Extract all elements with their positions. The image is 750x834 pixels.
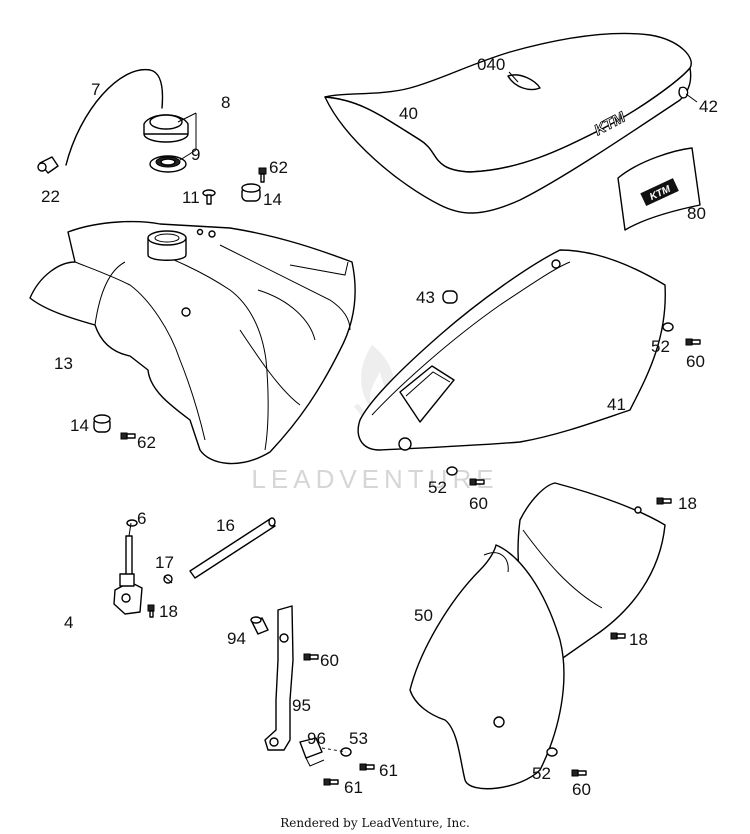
screw-18-tap [147, 604, 155, 618]
footer-credit: Rendered by LeadVenture, Inc. [280, 816, 470, 830]
screw-62-lower [120, 432, 136, 440]
seat: KTM [324, 32, 692, 214]
fuel-cap-seal [149, 155, 187, 173]
callout-9: 9 [191, 145, 200, 164]
callout-62: 62 [269, 158, 288, 177]
callout-50: 50 [414, 606, 433, 625]
screw-18-upper [656, 497, 672, 505]
callout-52-mid: 52 [428, 478, 447, 497]
breather-hose [189, 517, 276, 579]
callout-18-upper: 18 [678, 494, 697, 513]
washer-52-upper [662, 322, 674, 332]
callout-13: 13 [54, 354, 73, 373]
callouts: 7 8 9 22 62 11 14 040 40 42 80 13 43 52 … [41, 55, 718, 799]
fuel-hose [65, 69, 164, 166]
callout-80: 80 [687, 204, 706, 223]
callout-14-lower: 14 [70, 416, 89, 435]
callout-43: 43 [416, 288, 435, 307]
callout-22: 22 [41, 187, 60, 206]
callout-60-bracket: 60 [320, 651, 339, 670]
screw-62 [258, 167, 267, 183]
callout-61-b: 61 [344, 778, 363, 797]
callout-16: 16 [216, 516, 235, 535]
callout-52: 52 [651, 337, 670, 356]
callout-42: 42 [699, 97, 718, 116]
screw-61-b [323, 778, 339, 786]
callout-52-lower: 52 [532, 764, 551, 783]
callout-18-lower: 18 [629, 630, 648, 649]
spacer-14-lower [93, 414, 111, 433]
washer-52-lower [546, 747, 558, 757]
screw-18-lower [610, 632, 626, 640]
callout-60: 60 [686, 352, 705, 371]
hose-fitting [37, 156, 59, 174]
screw-60-bracket [303, 653, 319, 661]
callout-60-mid: 60 [469, 494, 488, 513]
callout-040: 040 [477, 55, 505, 74]
callout-62-lower: 62 [137, 433, 156, 452]
radiator-shroud [409, 482, 666, 790]
watermark-text: LEADVENTURE [251, 464, 498, 494]
callout-6: 6 [137, 509, 146, 528]
spacer-43 [442, 290, 458, 304]
leader-lines [128, 71, 698, 537]
tank-bracket [264, 605, 294, 751]
callout-4: 4 [64, 613, 73, 632]
callout-17: 17 [155, 553, 174, 572]
callout-96: 96 [307, 729, 326, 748]
fuel-tap [113, 519, 143, 615]
screw-60-mid [469, 478, 485, 486]
nut-96 [299, 737, 325, 767]
callout-18-tap: 18 [159, 602, 178, 621]
callout-11: 11 [182, 188, 200, 207]
screw-61-a [359, 763, 375, 771]
spacer-94 [250, 616, 269, 635]
washer-52-mid [446, 466, 458, 476]
spacer-14 [241, 183, 261, 202]
fuel-cap [143, 114, 189, 143]
callout-95: 95 [292, 696, 311, 715]
screw-60-upper [685, 338, 701, 346]
callout-14: 14 [263, 190, 282, 209]
fuel-tank [29, 220, 356, 465]
callout-61-a: 61 [379, 761, 398, 780]
screw-11 [202, 189, 216, 205]
callout-40: 40 [399, 104, 418, 123]
callout-41: 41 [607, 395, 626, 414]
tank-filler-neck [147, 230, 187, 261]
callout-8: 8 [221, 93, 230, 112]
callout-94: 94 [227, 629, 246, 648]
seat-decal: KTM [617, 147, 701, 231]
clamp-17 [163, 574, 173, 584]
screw-60-lower [571, 769, 587, 777]
callout-7: 7 [91, 80, 100, 99]
callout-53: 53 [349, 729, 368, 748]
callout-60-lower: 60 [572, 780, 591, 799]
side-cover-right [357, 249, 666, 451]
